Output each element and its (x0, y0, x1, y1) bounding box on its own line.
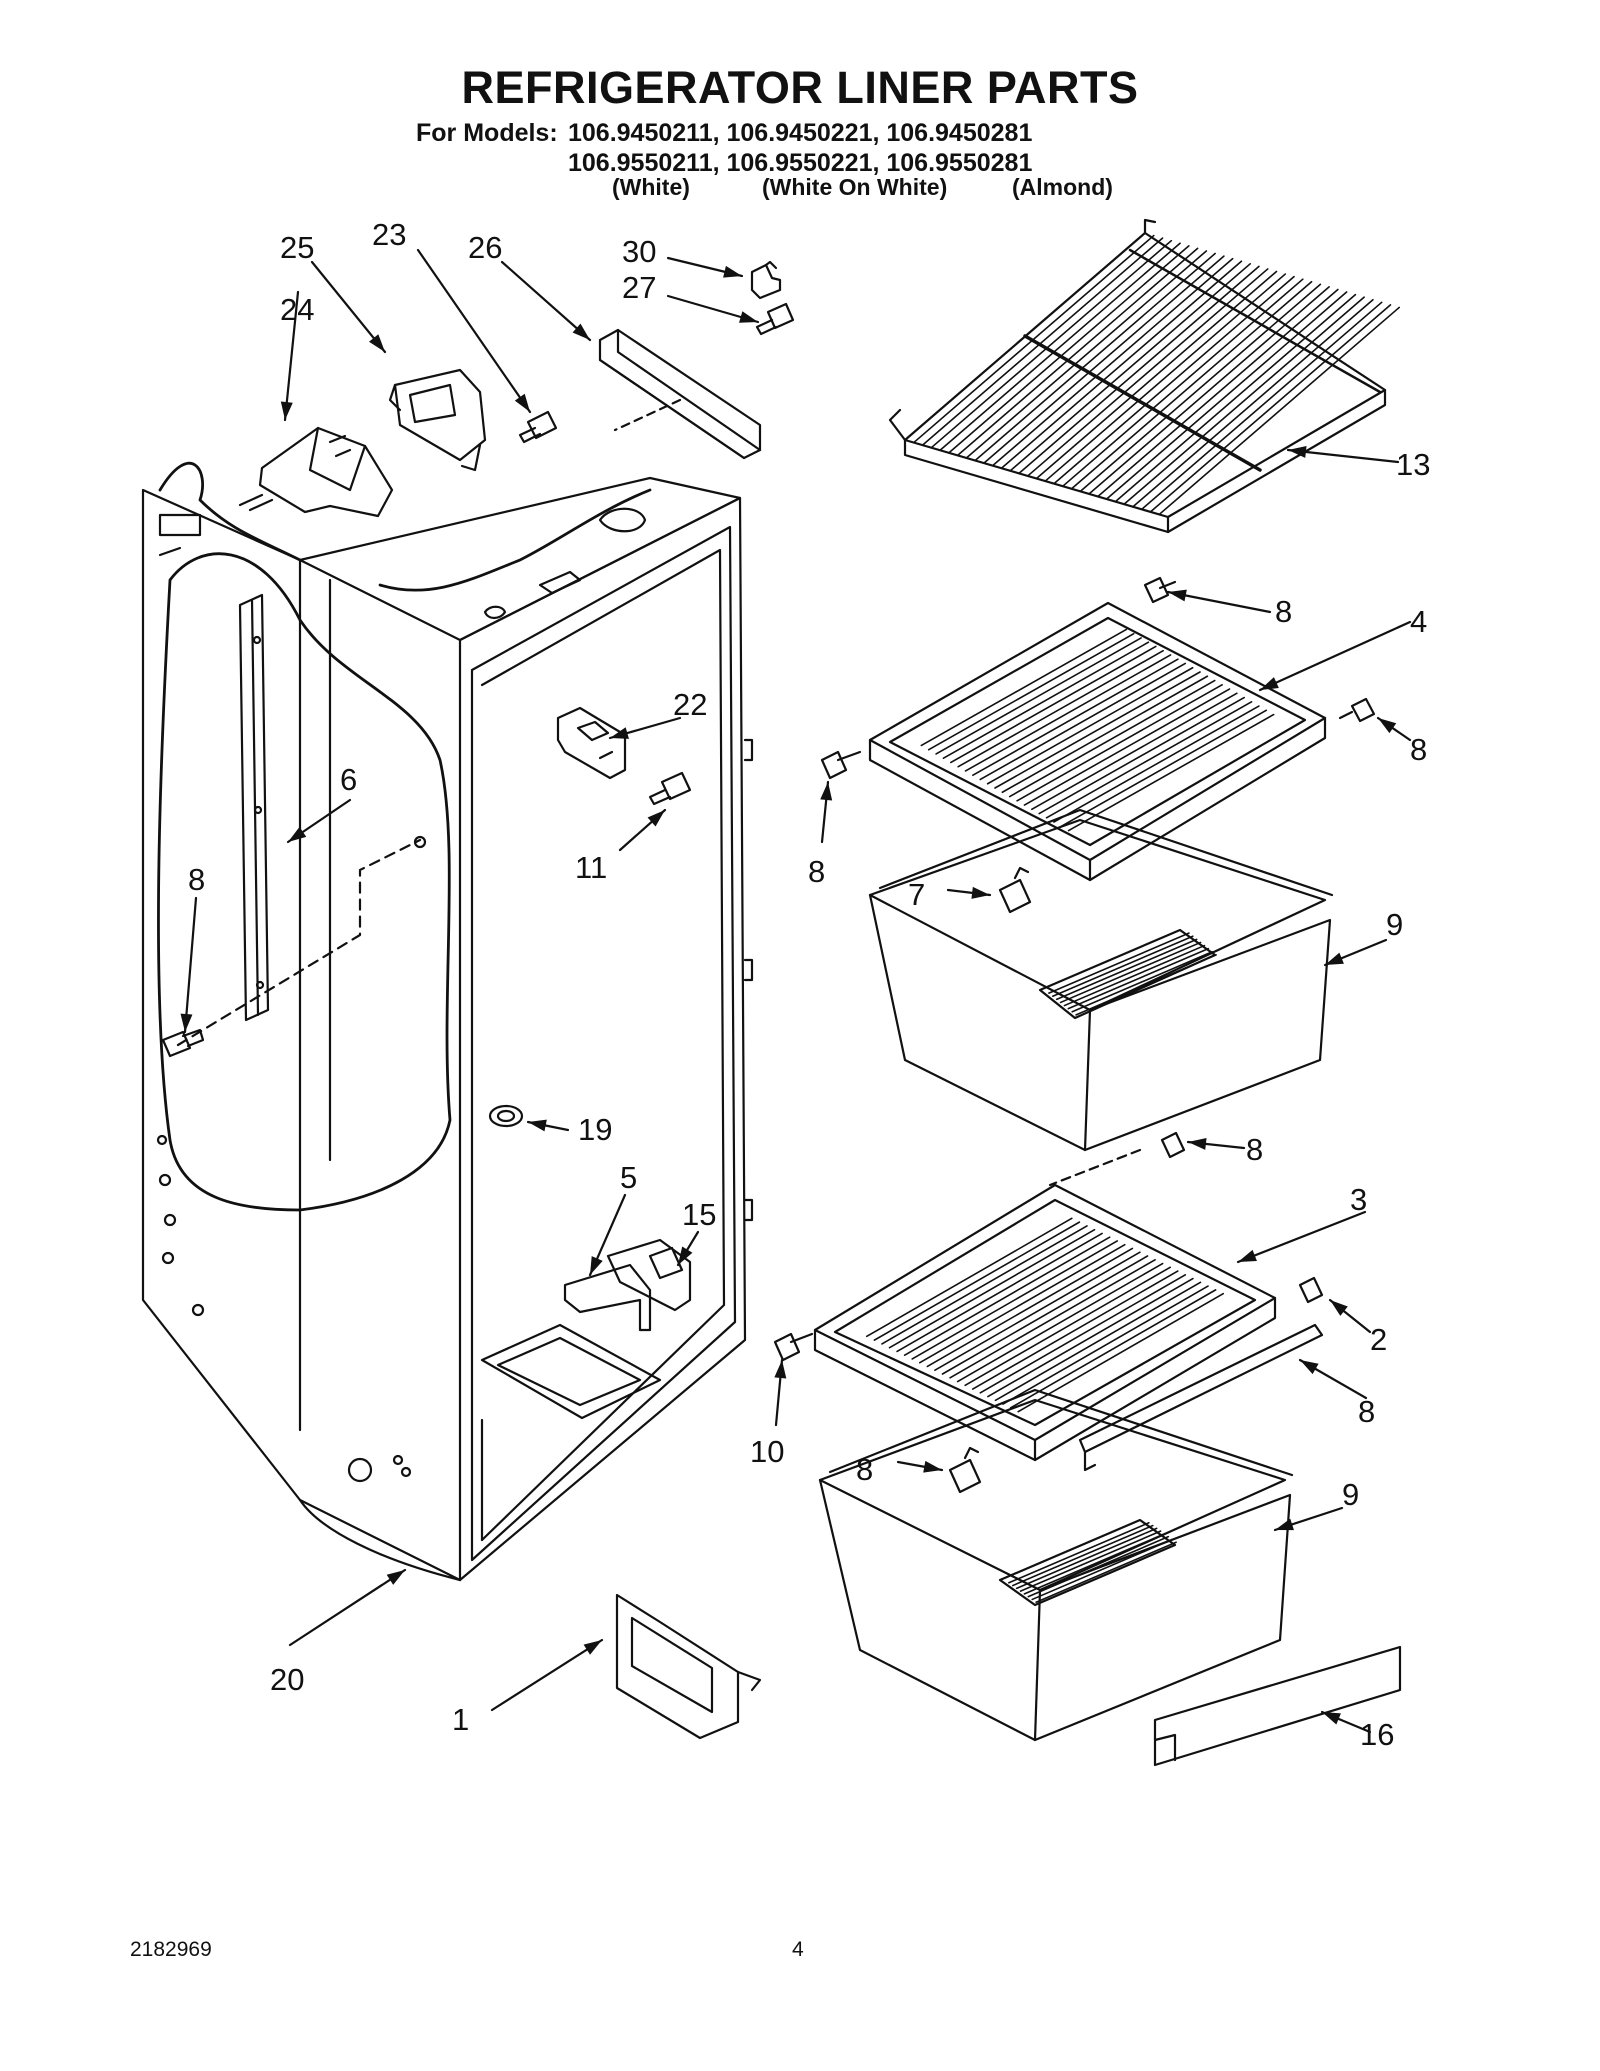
screw-7 (161, 1028, 205, 1058)
callout-20-27: 20 (270, 1662, 304, 1697)
air-channel-26 (598, 328, 762, 460)
callout-25-0: 25 (280, 230, 314, 265)
callout-8-9: 8 (1410, 732, 1427, 767)
light-switch-2 (606, 1238, 692, 1312)
models-label: For Models: (416, 119, 558, 147)
callout-8-12: 8 (808, 854, 825, 889)
crisper-cover-4 (868, 601, 1327, 882)
clip-30 (750, 260, 782, 300)
grommet-5 (488, 1104, 524, 1128)
trim-10 (1078, 1323, 1324, 1472)
model-list: For Models: 106.9450211, 106.9450221, 106… (416, 118, 1032, 178)
callout-14-30: 14 (0, 0, 34, 7)
bracket-3 (563, 1263, 652, 1332)
pin-8-c (820, 750, 862, 780)
callout-8-25: 8 (856, 1452, 873, 1487)
callout-22-10: 22 (673, 687, 707, 722)
color-white: (White) (612, 174, 690, 200)
knob-9-lower (948, 1446, 982, 1494)
callout-4-8: 4 (1410, 604, 1427, 639)
crisper-drawer-20 (818, 1388, 1294, 1742)
refrigerator-liner (141, 461, 754, 1582)
callout-10-24: 10 (750, 1434, 784, 1469)
shelf-support-rail (238, 593, 270, 1022)
page-title: REFRIGERATOR LINER PARTS (461, 62, 1139, 113)
screw-27 (755, 302, 795, 336)
control-housing-24 (238, 426, 394, 518)
callout-2-22: 2 (1370, 1322, 1387, 1357)
callout-8-14: 8 (188, 862, 205, 897)
document-number: 2182969 (130, 1938, 212, 1961)
color-almond: (Almond) (1012, 174, 1113, 200)
callout-15-21: 15 (682, 1197, 716, 1232)
callout-23-1: 23 (372, 217, 406, 252)
light-shield-16 (615, 1593, 762, 1740)
models-line-1: 106.9450211, 106.9450221, 106.9450281 (568, 119, 1033, 147)
bracket-22 (556, 706, 627, 780)
screw-23 (518, 410, 558, 444)
callout-13-6: 13 (1396, 447, 1430, 482)
callout-9-26: 9 (1342, 1477, 1359, 1512)
callout-5-18: 5 (620, 1160, 637, 1195)
callout-16-29: 16 (1360, 1717, 1394, 1752)
crisper-drawer-19 (868, 808, 1334, 1152)
callout-11-13: 11 (575, 850, 607, 885)
callout-9-16: 9 (1386, 907, 1403, 942)
page-number: 4 (792, 1938, 804, 1961)
wire-shelf-13 (888, 218, 1387, 534)
pin-8-b (1338, 697, 1376, 723)
screw-11 (648, 771, 692, 806)
callout-24-5: 24 (280, 292, 314, 327)
callout-6-11: 6 (340, 762, 357, 797)
callout-26-2: 26 (468, 230, 502, 265)
callout-27-4: 27 (622, 270, 656, 305)
callout-8-19: 8 (1246, 1132, 1263, 1167)
bracket-25 (388, 368, 487, 472)
pin-8-a (1143, 576, 1177, 604)
pin-8-e (1298, 1276, 1324, 1304)
trim-strip-14 (1153, 1645, 1402, 1767)
knob-9-upper (998, 866, 1032, 914)
callout-30-3: 30 (622, 234, 656, 269)
callout-8-7: 8 (1275, 594, 1292, 629)
pin-8-f (773, 1332, 814, 1362)
callout-7-15: 7 (908, 877, 925, 912)
models-line-2: 106.9550211, 106.9550221, 106.9550281 (568, 149, 1033, 177)
callout-19-17: 19 (578, 1112, 612, 1147)
callout-3-20: 3 (1350, 1182, 1367, 1217)
color-white-on-white: (White On White) (762, 174, 948, 200)
crisper-cover-15 (813, 1183, 1277, 1462)
pin-8-d (1160, 1131, 1186, 1159)
callout-1-28: 1 (452, 1702, 469, 1737)
callout-8-23: 8 (1358, 1394, 1375, 1429)
